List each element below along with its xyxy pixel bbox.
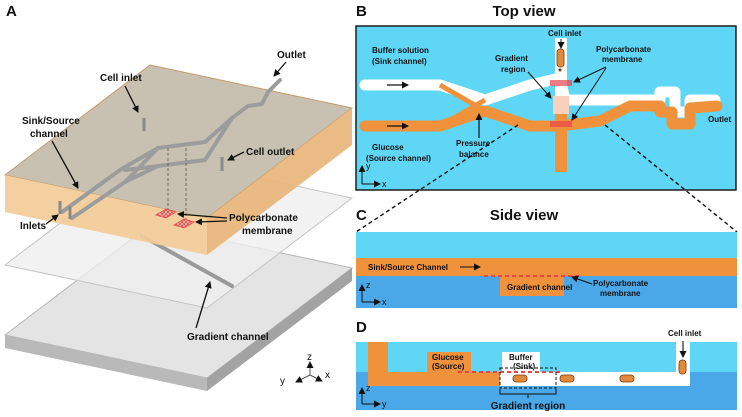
chip-channels [60,78,282,220]
label-b-poly-2: membrane [602,55,643,64]
panel-b-letter: B [356,3,367,20]
cell-icon [619,374,635,383]
label-gradient-1: Gradient [495,54,528,63]
label-buffer-2: (Sink channel) [372,57,427,66]
label-d-cell-inlet: Cell inlet [668,329,702,338]
glass-slide-side [207,268,352,391]
label-d-gradient-region: Gradient region [491,401,565,412]
axes-c: z x [358,280,387,307]
label-c-gradient: Gradient channel [507,283,572,292]
axes-z: z [366,383,371,393]
label-pressure-1: Pressure [456,139,491,148]
label-glucose-1: Glucose [372,143,404,152]
axes-x: x [325,370,330,381]
panel-c-letter: C [356,207,367,224]
label-d-buffer-1: Buffer [509,353,533,362]
axes-y: y [366,161,371,171]
label-cell-inlet: Cell inlet [100,73,142,84]
label-c-sink-source: Sink/Source Channel [368,263,448,272]
panel-d: D Glucose (Source) Buffer (Sink) Cell in… [356,319,737,412]
label-gradient-channel: Gradient channel [187,332,269,343]
membrane-bottom-icon [550,121,572,127]
label-gradient-2: region [501,65,526,74]
panel-b: B Top view Cell inlet Buffer solution (S… [355,3,737,191]
membrane-icon [173,218,195,229]
cell-icon [559,374,575,383]
label-b-outlet: Outlet [708,115,731,124]
label-d-glucose-2: (Source) [432,362,465,371]
label-polycarbonate-2: membrane [242,226,293,237]
chip-front [5,175,207,255]
label-sink-source-1: Sink/Source [22,116,80,127]
chip-side [207,108,352,255]
axes-y: y [280,376,285,387]
cell-icon [556,48,565,68]
label-inlets: Inlets [20,221,47,232]
source-channel [359,100,723,132]
cell-icon [512,374,528,383]
axes-d: z y [358,383,387,409]
panel-b-title: Top view [492,3,555,20]
axes-x: x [382,179,387,189]
membrane-top-icon [550,80,572,86]
label-c-poly-2: membrane [600,289,641,298]
label-sink-source-2: channel [30,129,68,140]
axes-x: x [382,297,387,307]
panel-a-letter: A [6,3,17,20]
label-cell-outlet: Cell outlet [246,147,295,158]
label-c-poly-1: Polycarbonate [593,279,649,288]
label-polycarbonate-1: Polycarbonate [229,213,298,224]
axes-y: y [382,399,387,409]
panel-a: A Outlet Cell inlet [3,3,354,391]
label-buffer-1: Buffer solution [372,46,429,55]
label-d-glucose-1: Glucose [432,353,464,362]
axes-b: y x [358,161,387,189]
label-d-buffer-2: (Sink) [513,362,536,371]
panel-d-letter: D [356,319,367,336]
label-outlet: Outlet [277,50,307,61]
membrane-icon [155,208,177,219]
label-b-poly-1: Polycarbonate [596,45,652,54]
axes-z: z [366,280,371,290]
cell-icon [678,359,687,375]
axes-z: z [307,352,312,363]
axes-3d: z y x [280,352,330,387]
glass-slide-front [5,335,207,391]
label-b-cell-inlet: Cell inlet [548,29,582,38]
panel-c-title: Side view [490,207,559,224]
panel-c: C Side view Sink/Source Channel Gradient… [356,207,737,308]
gradient-channel-box [500,276,564,296]
label-glucose-2: (Source channel) [366,154,431,163]
